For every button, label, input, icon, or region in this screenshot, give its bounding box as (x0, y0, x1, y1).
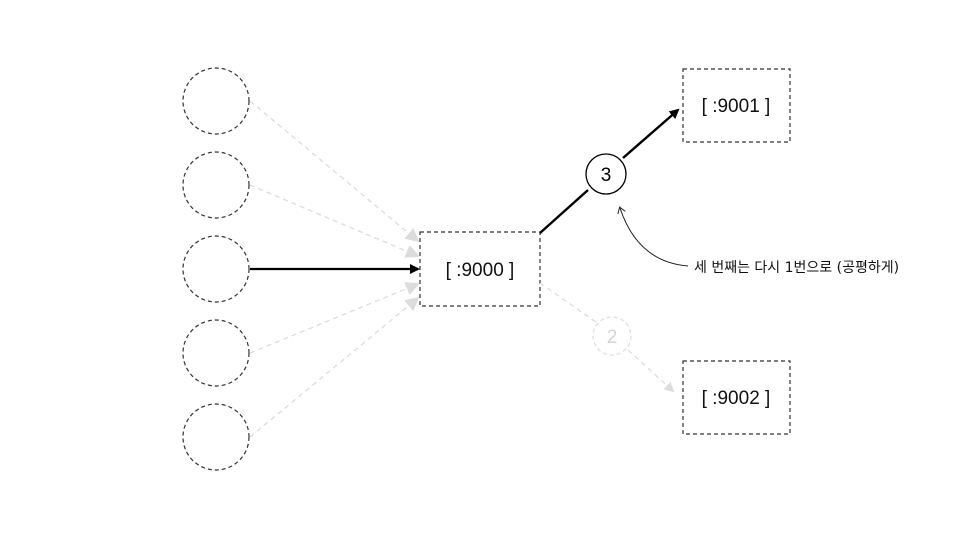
client-node (182, 151, 250, 219)
server-a-box (682, 68, 791, 143)
server-b-box (682, 360, 791, 435)
client-node (182, 319, 250, 387)
inactive-arrow (249, 296, 420, 438)
inactive-client-arrows (249, 100, 420, 438)
client-node (182, 403, 250, 471)
server-a-label: [ :9001 ] (702, 96, 771, 117)
active-route-line (539, 189, 589, 234)
inactive-arrow (249, 100, 420, 243)
client-node (182, 235, 250, 303)
main-server-label: [ :9000 ] (446, 260, 515, 281)
main-server-node: [ :9000 ] (419, 231, 541, 307)
previous-step-badge: 2 (592, 316, 632, 356)
active-step-badge: 3 (585, 153, 627, 195)
server-a-node: [ :9001 ] (682, 68, 791, 143)
previous-step-label: 2 (607, 327, 618, 348)
main-server-box (419, 231, 541, 307)
inactive-arrow (249, 282, 420, 354)
server-b-node: [ :9002 ] (682, 360, 791, 435)
client-nodes (182, 67, 250, 471)
previous-step-circle (592, 316, 632, 356)
annotation-text: 세 번째는 다시 1번으로 (공평하게) (694, 260, 899, 276)
server-b-label: [ :9002 ] (702, 388, 771, 409)
inactive-route-arrow (627, 349, 675, 393)
active-step-circle (585, 153, 627, 195)
inactive-route-line (539, 282, 597, 323)
client-node (182, 67, 250, 135)
active-route-arrow (622, 108, 680, 159)
annotation-pointer-arrow (620, 208, 689, 267)
active-step-label: 3 (601, 165, 612, 186)
inactive-arrow (249, 184, 420, 258)
